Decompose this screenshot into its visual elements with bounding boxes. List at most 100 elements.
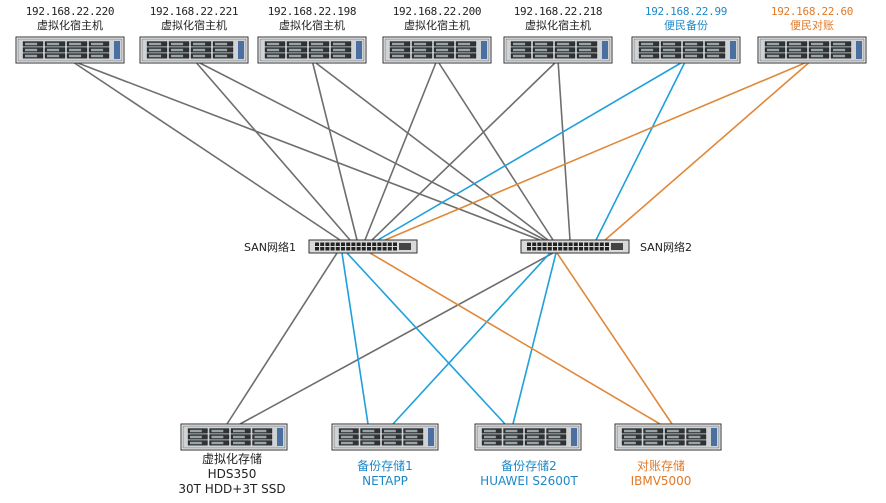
drive-face (414, 42, 427, 46)
link-line (371, 59, 559, 241)
drive-face (149, 42, 162, 46)
switch-port (553, 242, 557, 246)
switch-port (315, 247, 319, 251)
status-strip (481, 41, 487, 59)
drive-face (47, 42, 60, 46)
drive-face (527, 441, 539, 445)
status-strip (856, 41, 862, 59)
host-label: 虚拟化宿主机 (404, 19, 470, 32)
switch-port (356, 242, 361, 246)
drive-face (535, 48, 548, 52)
switch-port (387, 247, 392, 251)
drive-face (47, 48, 60, 52)
drive-face (311, 42, 324, 46)
link-line (193, 59, 546, 241)
host-label: 虚拟化宿主机 (525, 19, 591, 32)
drive-face (579, 54, 592, 58)
switch-port (367, 247, 371, 251)
link-line (556, 252, 673, 425)
status-strip (730, 41, 736, 59)
switch-port (351, 242, 356, 246)
switch-port (579, 247, 583, 251)
switch-port (387, 242, 392, 246)
drive-face (505, 435, 518, 439)
drive-face (663, 54, 676, 58)
drive-face (458, 54, 471, 58)
drive-face (641, 42, 654, 46)
drive-face (624, 441, 636, 445)
switch-port (573, 242, 578, 246)
drive-face (233, 429, 245, 433)
switch-port (537, 247, 542, 251)
drive-face (171, 42, 184, 46)
drive-face (193, 48, 206, 52)
status-strip (571, 428, 577, 446)
drive-face (527, 429, 539, 433)
drive-face (405, 435, 418, 439)
drive-face (190, 429, 202, 433)
switch-port (346, 247, 351, 251)
switch-port (372, 247, 377, 251)
drive-face (91, 48, 104, 52)
host-ip: 192.168.22.221 (149, 5, 239, 18)
drive-face (767, 42, 780, 46)
link-line (311, 59, 358, 241)
drive-face (833, 48, 846, 52)
host-server (503, 36, 613, 64)
switch-port (605, 247, 609, 251)
drive-face (789, 42, 802, 46)
uplink-port (399, 243, 411, 250)
drive-face (688, 435, 701, 439)
drive-face (833, 42, 846, 46)
drive-face (392, 42, 405, 46)
status-strip (356, 41, 362, 59)
drive-face (289, 48, 302, 52)
drive-face (25, 54, 38, 58)
drive-face (707, 42, 720, 46)
link-line (436, 59, 554, 241)
link-line (512, 252, 557, 425)
switch-port (589, 242, 594, 246)
host-server (757, 36, 867, 64)
switch-port (568, 247, 573, 251)
host-server (382, 36, 492, 64)
switch-label: SAN网络2 (640, 241, 692, 254)
drive-face (688, 429, 701, 433)
switch-port (377, 247, 382, 251)
drive-face (91, 54, 104, 58)
drive-face (513, 48, 526, 52)
switch-port (361, 242, 366, 246)
uplink-port (611, 243, 623, 250)
drive-face (69, 54, 82, 58)
drive-face (535, 54, 548, 58)
drive-face (267, 48, 280, 52)
switch-port (377, 242, 382, 246)
drive-face (436, 42, 449, 46)
drive-face (645, 435, 658, 439)
link-line (311, 59, 549, 241)
switch-port (594, 242, 599, 246)
host-ip: 192.168.22.200 (392, 5, 482, 18)
drive-face (384, 429, 396, 433)
status-strip (114, 41, 120, 59)
switch-port (393, 242, 397, 246)
drive-face (458, 48, 471, 52)
drive-face (254, 435, 267, 439)
drive-face (811, 54, 824, 58)
link-line (557, 59, 571, 241)
host-label: 虚拟化宿主机 (279, 19, 345, 32)
switch-port (547, 242, 552, 246)
storage-line2: NETAPP (362, 474, 408, 488)
drive-face (25, 42, 38, 46)
drive-face (267, 54, 280, 58)
drive-face (767, 54, 780, 58)
link-line (384, 59, 813, 241)
host-ip: 192.168.22.60 (770, 5, 854, 18)
drive-face (688, 441, 701, 445)
link-line (239, 252, 554, 425)
link-line (595, 59, 687, 241)
switch-port (584, 242, 589, 246)
drive-face (47, 54, 60, 58)
storage-line3: 30T HDD+3T SSD (178, 482, 286, 496)
